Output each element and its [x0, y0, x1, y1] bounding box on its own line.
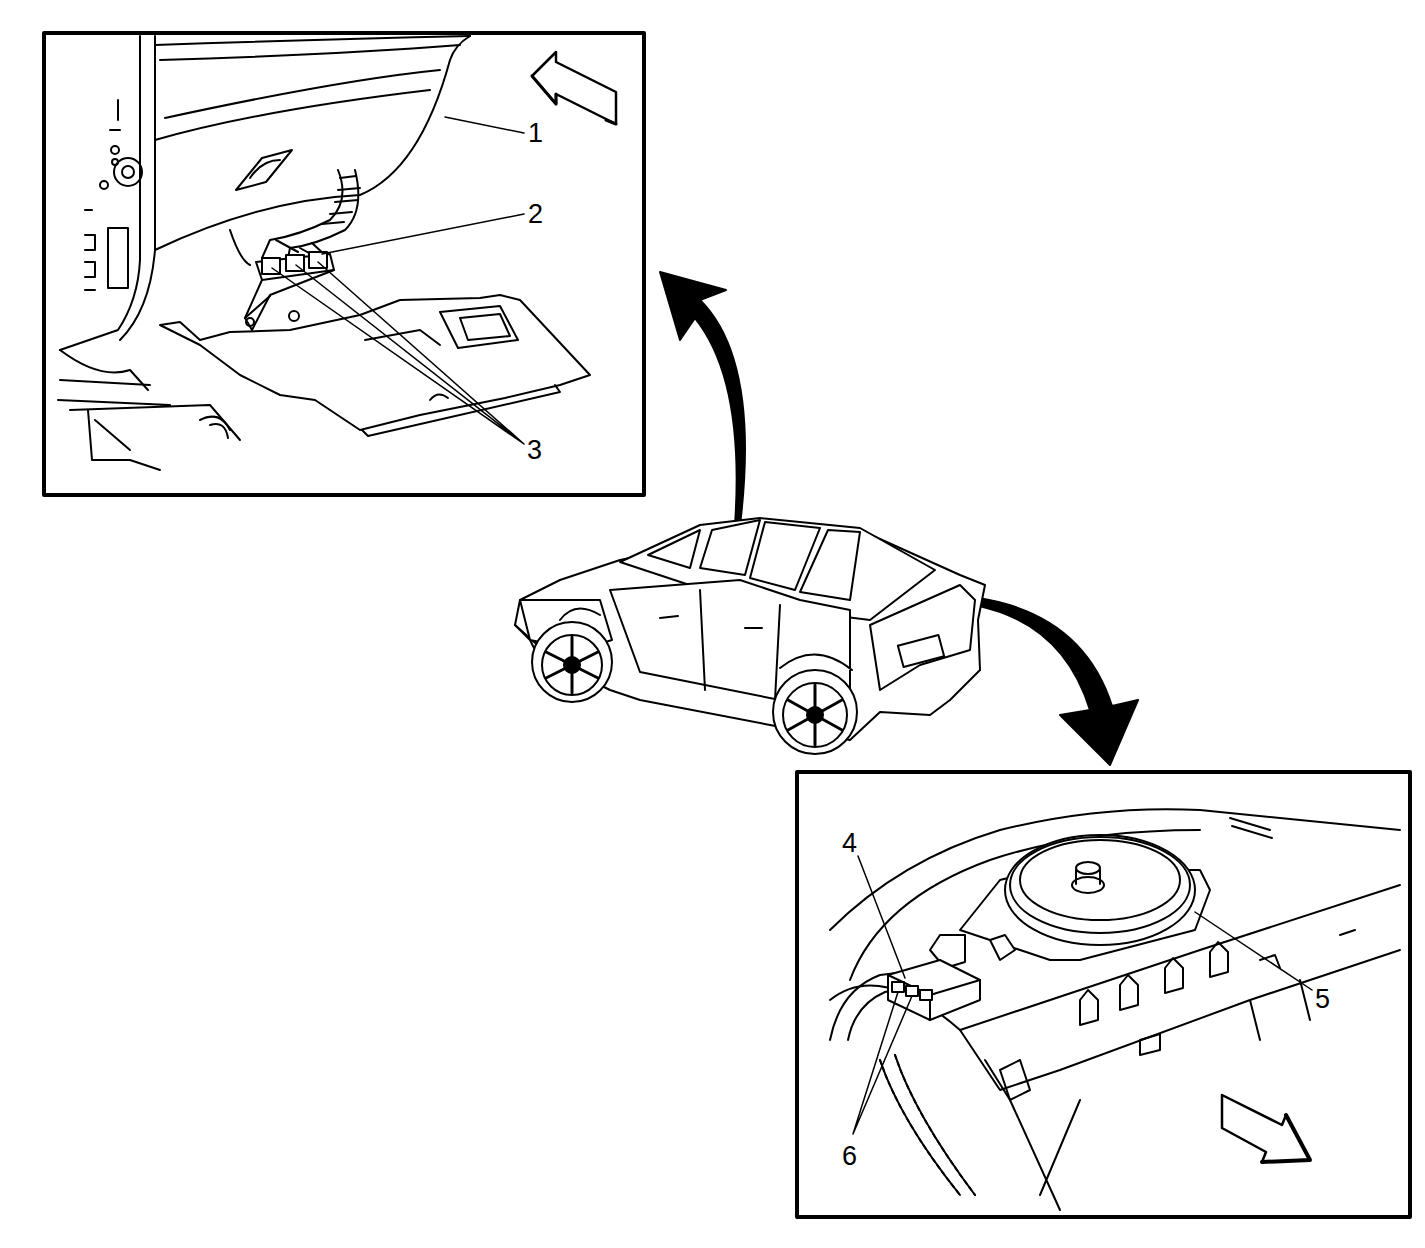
callout-number: 3 [527, 437, 542, 464]
leader-lines [853, 856, 1312, 1134]
direction-arrow [1222, 1095, 1310, 1162]
detail-view-front [44, 33, 644, 495]
callout-number: 6 [842, 1143, 857, 1170]
leader-lines [272, 117, 524, 444]
callout-number: 1 [528, 120, 543, 147]
direction-arrow [532, 52, 616, 124]
curved-arrow [660, 272, 745, 525]
callout-number: 5 [1315, 986, 1330, 1013]
detail-view-rear [797, 772, 1410, 1217]
callout-number: 2 [528, 201, 543, 228]
callout-number: 4 [842, 830, 857, 857]
car-illustration [515, 518, 985, 754]
